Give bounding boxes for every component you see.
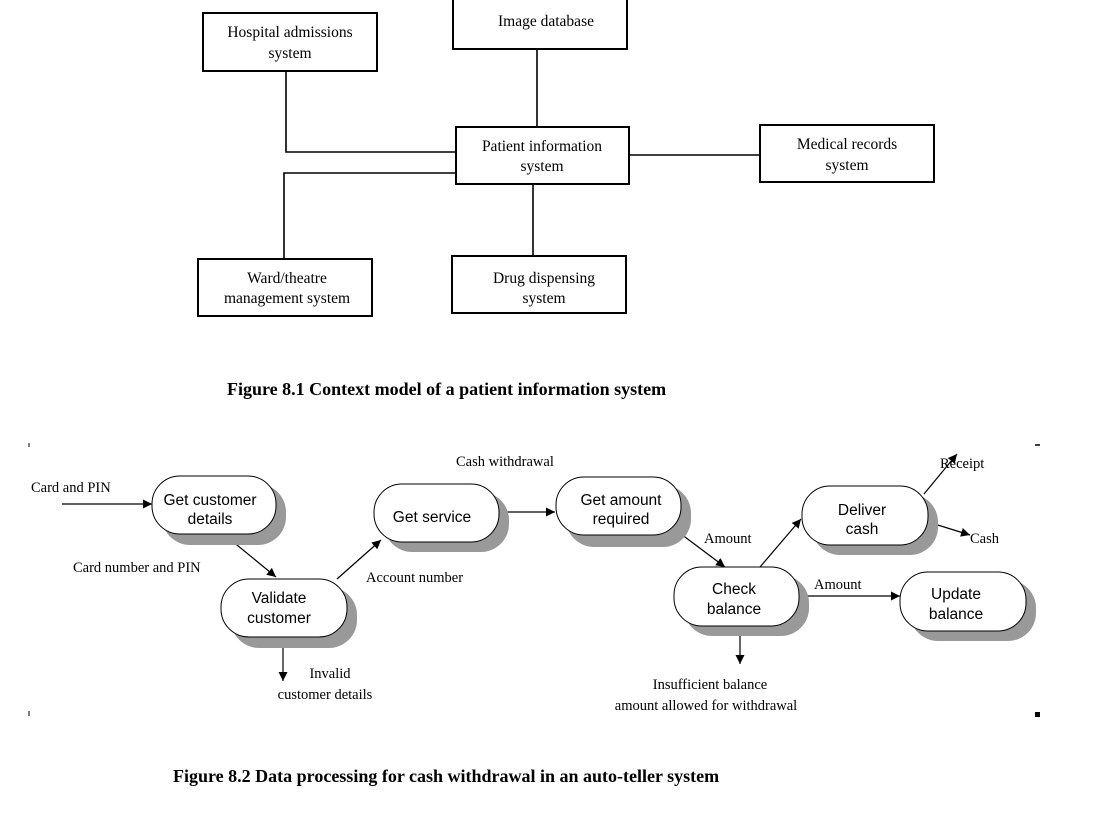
- figure-8-2-caption: Figure 8.2 Data processing for cash with…: [173, 766, 719, 786]
- flow-labels: Card and PIN Card number and PIN Account…: [31, 454, 1000, 714]
- context-connectors: [283, 49, 760, 259]
- cash-withdrawal-diagram: Get customer details Validate customer G…: [28, 443, 1040, 786]
- update-balance-label-2: balance: [929, 606, 983, 623]
- update-balance-label-1: Update: [931, 586, 981, 603]
- label-receipt: Receipt: [940, 456, 984, 472]
- drug-dispensing-label-1: Drug dispensing: [493, 270, 595, 287]
- label-insufficient-1: Insufficient balance: [653, 677, 767, 693]
- medical-records-label-1: Medical records: [797, 136, 897, 153]
- image-database-label: Image database: [498, 13, 594, 30]
- medical-records-label-2: system: [825, 157, 868, 174]
- get-service-label: Get service: [393, 509, 471, 526]
- hospital-admissions-label-1: Hospital admissions: [227, 24, 352, 41]
- label-amount-2: Amount: [814, 577, 862, 593]
- arrow-check-to-deliver: [759, 518, 802, 568]
- get-customer-details-label-1: Get customer: [163, 492, 256, 509]
- validate-customer-label-1: Validate: [252, 590, 307, 607]
- process-deliver-cash: Deliver cash: [801, 485, 938, 555]
- deliver-cash-label-2: cash: [846, 521, 879, 538]
- process-update-balance: Update balance: [899, 571, 1036, 641]
- hospital-admissions-system: Hospital admissions system: [202, 12, 378, 72]
- label-insufficient-2: amount allowed for withdrawal: [615, 698, 797, 714]
- arrow-account-number: [336, 539, 382, 580]
- deliver-cash-label-1: Deliver: [838, 502, 886, 519]
- patient-information-system: Patient information system: [455, 126, 630, 185]
- hospital-admissions-label-2: system: [268, 45, 311, 62]
- patient-info-label-1: Patient information: [482, 138, 602, 155]
- process-get-amount-required: Get amount required: [555, 476, 691, 547]
- connector-admissions: [285, 71, 456, 153]
- check-balance-label-1: Check: [712, 581, 756, 598]
- process-get-service: Get service: [373, 483, 509, 552]
- ward-theatre-label-2: management system: [224, 290, 350, 307]
- connector-ward: [283, 172, 456, 259]
- process-get-customer-details: Get customer details: [151, 475, 286, 545]
- check-balance-label-2: balance: [707, 601, 761, 618]
- patient-info-label-2: system: [520, 158, 563, 175]
- validate-customer-label-2: customer: [247, 610, 311, 627]
- drug-dispensing-system: Drug dispensing system: [451, 255, 627, 314]
- medical-records-system: Medical records system: [759, 124, 935, 183]
- label-cash-withdrawal: Cash withdrawal: [456, 454, 554, 470]
- label-card-and-pin: Card and PIN: [31, 480, 111, 496]
- arrow-amount-to-check: [680, 533, 726, 568]
- arrow-receipt: [923, 453, 958, 495]
- label-cash: Cash: [970, 531, 1000, 547]
- label-invalid-2: customer details: [278, 687, 373, 703]
- image-database: Image database: [452, 0, 628, 50]
- process-validate-customer: Validate customer: [220, 578, 357, 648]
- drug-dispensing-label-2: system: [522, 290, 565, 307]
- process-check-balance: Check balance: [673, 566, 809, 636]
- get-amount-required-label-1: Get amount: [581, 492, 663, 509]
- label-invalid-1: Invalid: [309, 666, 351, 682]
- ward-theatre-system: Ward/theatre management system: [197, 258, 373, 317]
- label-amount-1: Amount: [704, 531, 752, 547]
- figure-8-1-caption: Figure 8.1 Context model of a patient in…: [227, 379, 666, 399]
- get-amount-required-label-2: required: [593, 511, 650, 528]
- label-card-number-and-pin: Card number and PIN: [73, 560, 201, 576]
- get-customer-details-label-2: details: [188, 511, 233, 528]
- ward-theatre-label-1: Ward/theatre: [247, 270, 327, 287]
- context-model-diagram: Hospital admissions system Image databas…: [197, 0, 935, 399]
- frame-corner-marks: [28, 443, 1040, 717]
- label-account-number: Account number: [366, 570, 463, 586]
